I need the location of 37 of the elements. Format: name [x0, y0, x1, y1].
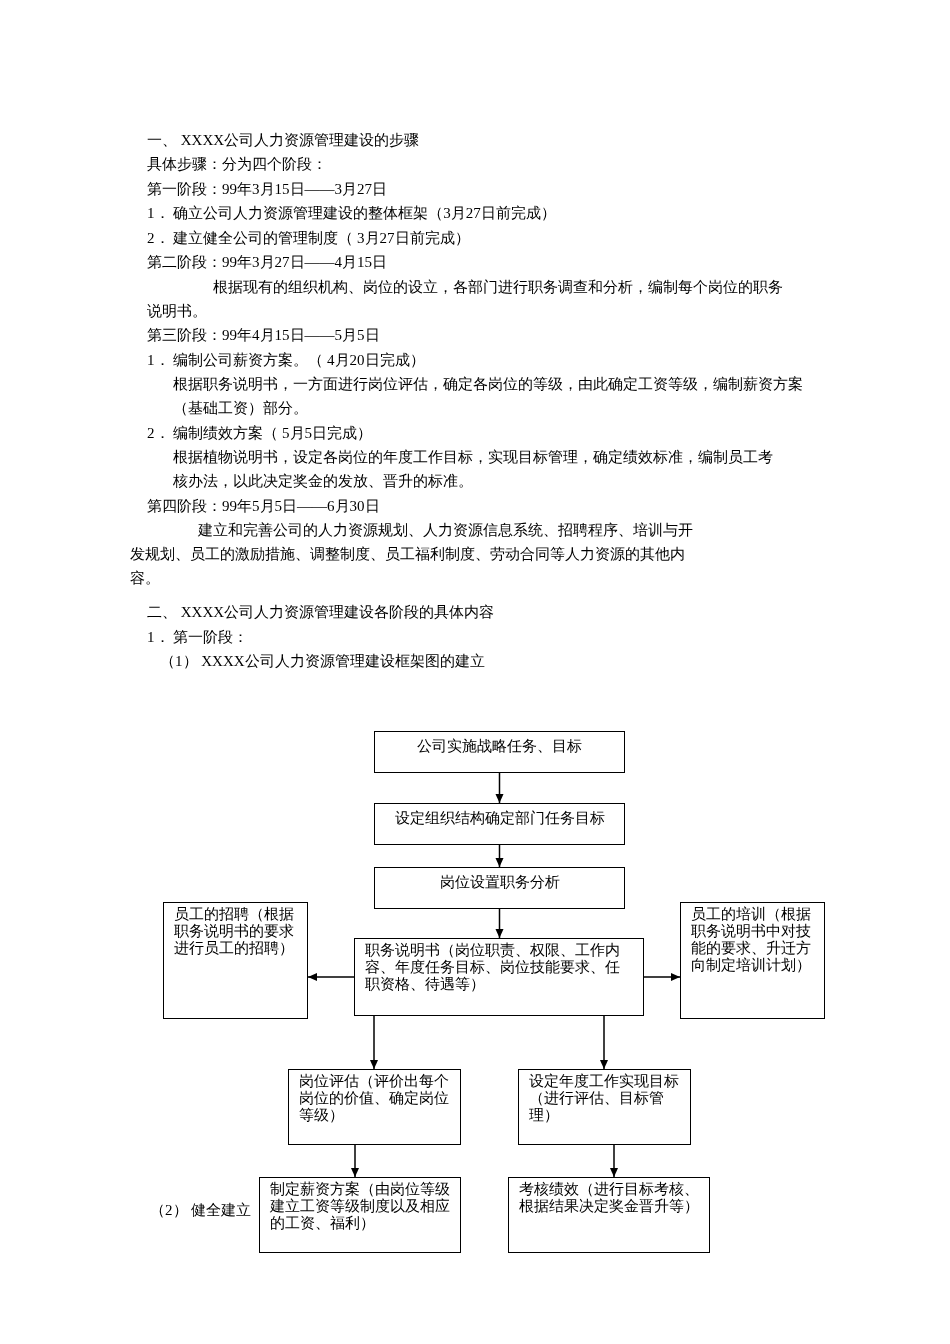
- arrow: [610, 1144, 618, 1178]
- text-line: 第四阶段：99年5月5日——6月30日: [147, 497, 380, 516]
- text-line: 第二阶段：99年3月27日——4月15日: [147, 253, 387, 272]
- arrow: [643, 973, 681, 981]
- text-line: 2． 编制绩效方案（ 5月5日完成）: [147, 424, 372, 443]
- process-box: 岗位设置职务分析: [374, 867, 625, 909]
- arrow: [351, 1144, 359, 1178]
- text-line: 第一阶段：99年3月15日——3月27日: [147, 180, 387, 199]
- text-line: 根据植物说明书，设定各岗位的年度工作目标，实现目标管理，确定绩效标准，编制员工考核办法，以此决定奖金的发放、晋升的标准。: [173, 448, 773, 491]
- arrow: [307, 973, 355, 981]
- text-line: 建立和完善公司的人力资源规划、人力资源信息系统、招聘程序、培训与开发规划、员工的激励措施、调整制度、员工福利制度、劳动合同等人力资源的其他内容。: [130, 521, 694, 588]
- text-line: 第三阶段：99年4月15日——5月5日: [147, 326, 380, 345]
- process-box: 员工的招聘（根据职务说明书的要求进行员工的招聘）: [163, 902, 308, 1019]
- arrow: [495, 772, 504, 804]
- process-box: 岗位评估（评价出每个岗位的价值、确定岗位等级）: [288, 1069, 461, 1145]
- text-line: 根据职务说明书，一方面进行岗位评估，确定各岗位的等级，由此确定工资等级，编制薪资方案（基础工资）部分。: [173, 375, 804, 418]
- arrow: [600, 1015, 608, 1070]
- text-line: 1． 第一阶段：: [147, 628, 249, 647]
- section-heading: 一、 XXXX公司人力资源管理建设的步骤: [147, 131, 420, 150]
- process-box: 考核绩效（进行目标考核、根据结果决定奖金晋升等）: [508, 1177, 710, 1253]
- process-box: 制定薪资方案（由岗位等级建立工资等级制度以及相应的工资、福利）: [259, 1177, 461, 1253]
- process-box: 公司实施战略任务、目标: [374, 731, 625, 773]
- text-line: 具体步骤：分为四个阶段：: [147, 155, 327, 174]
- arrow: [370, 1015, 378, 1070]
- text-line: （1） XXXX公司人力资源管理建设框架图的建立: [160, 652, 485, 671]
- section-heading: 二、 XXXX公司人力资源管理建设各阶段的具体内容: [147, 603, 495, 622]
- process-box: 设定组织结构确定部门任务目标: [374, 803, 625, 845]
- arrow: [495, 844, 504, 868]
- arrow: [495, 908, 504, 939]
- text-line: 1． 编制公司薪资方案。（ 4月20日完成）: [147, 351, 425, 370]
- process-box: 设定年度工作实现目标（进行评估、目标管理）: [518, 1069, 691, 1145]
- text-line: 根据现有的组织机构、岗位的设立，各部门进行职务调查和分析，编制每个岗位的职务说明书。: [147, 278, 784, 321]
- text-line: 1． 确立公司人力资源管理建设的整体框架（3月27日前完成）: [147, 204, 556, 223]
- process-box: 职务说明书（岗位职责、权限、工作内容、年度任务目标、岗位技能要求、任职资格、待遇等）: [354, 938, 644, 1016]
- text-line: 2． 建立健全公司的管理制度（ 3月27日前完成）: [147, 229, 470, 248]
- process-box: 员工的培训（根据职务说明书中对技能的要求、升迁方向制定培训计划）: [680, 902, 825, 1019]
- text-line: （2） 健全建立: [150, 1201, 252, 1220]
